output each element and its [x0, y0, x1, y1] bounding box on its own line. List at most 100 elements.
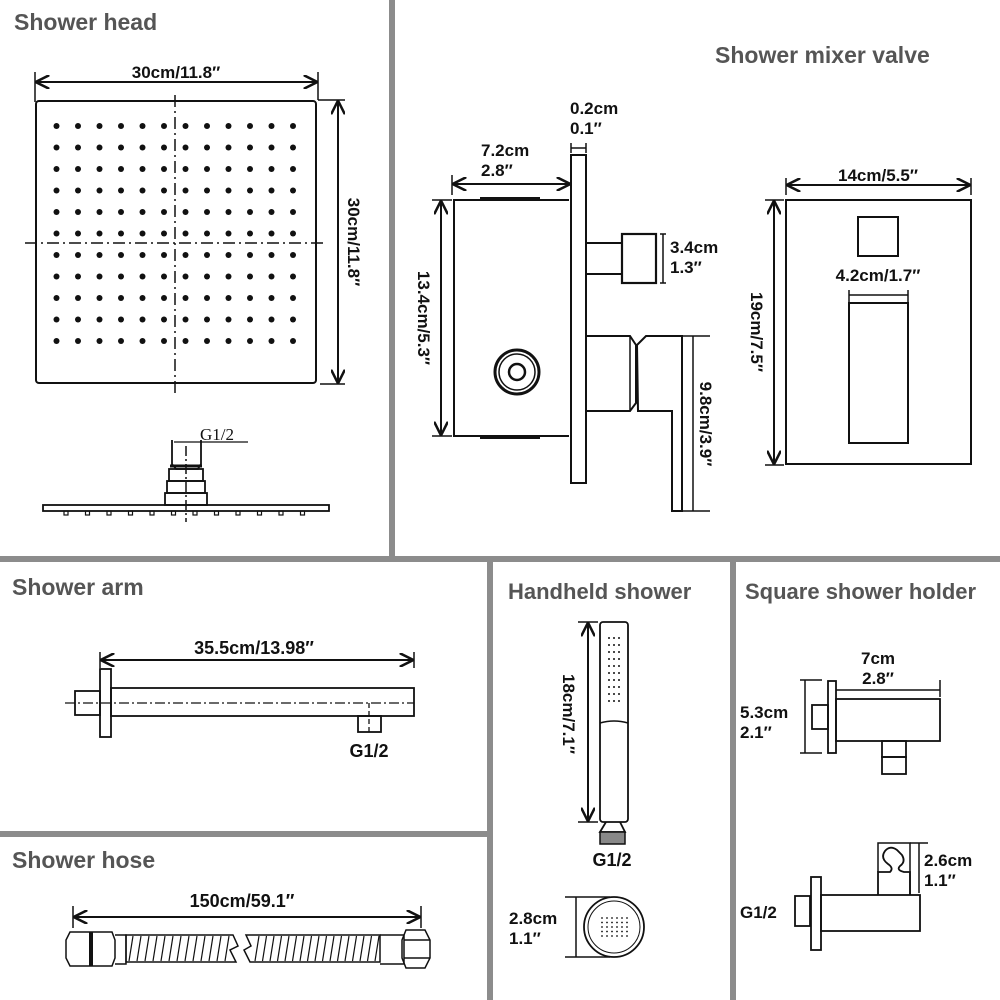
hose-end-fitting-left — [65, 931, 116, 967]
side-nozzle — [278, 510, 284, 516]
handheld-face-dot — [626, 935, 628, 937]
hose-rib — [144, 935, 150, 962]
hose-rib — [299, 935, 305, 962]
handheld-face-dot — [611, 935, 613, 937]
side-nozzle — [106, 510, 112, 516]
handheld-face-dot — [606, 935, 608, 937]
side-nozzle — [192, 510, 198, 516]
hose-rib — [336, 935, 343, 962]
hose-ribs — [128, 935, 380, 962]
handheld-face-dot — [626, 917, 628, 919]
nozzle-dot — [161, 144, 167, 151]
handheld-dot — [608, 679, 610, 681]
side-nozzle — [256, 510, 263, 516]
handheld-face — [583, 896, 645, 958]
nozzle-dot — [75, 187, 81, 194]
handheld-face-dot — [616, 935, 618, 937]
holder-side-body — [820, 894, 921, 932]
nozzle-dot — [290, 316, 296, 323]
nozzle-dot — [268, 123, 275, 129]
nozzle-dot — [268, 295, 275, 301]
nozzle-dot — [53, 252, 60, 258]
handheld-face-dot — [601, 926, 603, 928]
shower-holder-drawing — [794, 679, 941, 951]
nozzle-dot — [96, 187, 103, 194]
shower-head-nozzles — [53, 123, 296, 344]
nozzle-dot — [139, 252, 146, 258]
nozzle-dot — [225, 252, 232, 258]
side-nozzle — [235, 510, 241, 516]
hose-rib — [254, 935, 260, 962]
handheld-dot — [618, 679, 620, 681]
handheld-face-dot — [601, 917, 603, 919]
nozzle-dot — [290, 252, 296, 258]
handheld-face-dot — [611, 921, 613, 924]
shower-head-plate — [35, 100, 317, 384]
holder-side-flange — [810, 876, 822, 951]
nozzle-dot — [75, 252, 81, 258]
nozzle-dot — [53, 144, 60, 151]
shower-hose-title: Shower hose — [12, 847, 156, 873]
nozzle-dot — [247, 209, 253, 215]
nozzle-dot — [139, 230, 146, 237]
nozzle-dot — [225, 209, 232, 215]
nozzle-dot — [139, 166, 146, 172]
handle-height-label: 9.8cm/3.9″ — [696, 382, 715, 467]
nozzle-dot — [96, 166, 103, 172]
handheld-face-dot — [616, 930, 618, 933]
nozzle-dot — [182, 230, 189, 237]
hose-rib — [208, 935, 214, 962]
nozzle-dot — [204, 187, 210, 194]
hose-rib — [284, 935, 290, 962]
arm-length-label: 35.5cm/13.98″ — [194, 638, 314, 658]
handheld-face-dot — [611, 930, 613, 933]
nozzle-dot — [118, 209, 124, 215]
nozzle-dot — [53, 316, 60, 323]
nozzle-dot — [75, 295, 81, 301]
nozzle-dot — [290, 338, 296, 344]
nozzle-dot — [139, 316, 146, 323]
handheld-dot — [613, 693, 615, 695]
handheld-dot — [618, 637, 620, 639]
nozzle-dot — [204, 209, 210, 215]
nozzle-dot — [75, 316, 81, 323]
nozzle-dot — [161, 166, 167, 172]
hose-rib — [329, 935, 335, 962]
hose-rib — [192, 935, 198, 962]
arm-pipe — [110, 687, 415, 717]
arm-thread-label: G1/2 — [349, 741, 388, 761]
nozzle-dot — [204, 273, 210, 280]
handheld-dot — [608, 672, 610, 674]
nozzle-dot — [75, 209, 81, 215]
nozzle-dot — [118, 316, 124, 323]
valve-cover-plate — [570, 154, 587, 484]
handheld-dot — [608, 658, 610, 660]
nozzle-dot — [53, 295, 60, 301]
nozzle-dot — [268, 209, 275, 215]
nozzle-dot — [182, 123, 189, 129]
nozzle-dot — [204, 230, 210, 237]
handheld-face-dot — [621, 917, 623, 919]
hose-rib — [366, 935, 373, 962]
holder-height-cm-label: 5.3cm — [740, 703, 788, 722]
shower-holder-title: Square shower holder — [745, 579, 977, 604]
hose-rib — [184, 935, 190, 962]
handheld-dot — [608, 700, 610, 702]
handheld-dot — [613, 637, 615, 639]
nozzle-dot — [290, 144, 296, 151]
valve-front-plate — [785, 199, 972, 465]
nozzle-dot — [161, 252, 167, 258]
nozzle-dot — [118, 295, 124, 301]
nozzle-dot — [247, 144, 253, 151]
nozzle-dot — [139, 273, 146, 280]
nozzle-dot — [290, 166, 296, 172]
handheld-body — [599, 621, 629, 823]
nozzle-dot — [247, 316, 253, 323]
handheld-dot — [613, 700, 615, 702]
hose-rib — [351, 935, 358, 962]
handheld-face-dot — [601, 935, 603, 937]
handheld-dot — [618, 651, 620, 653]
nozzle-dot — [247, 338, 253, 344]
hose-rib — [261, 935, 268, 962]
nozzle-dot — [75, 166, 81, 172]
